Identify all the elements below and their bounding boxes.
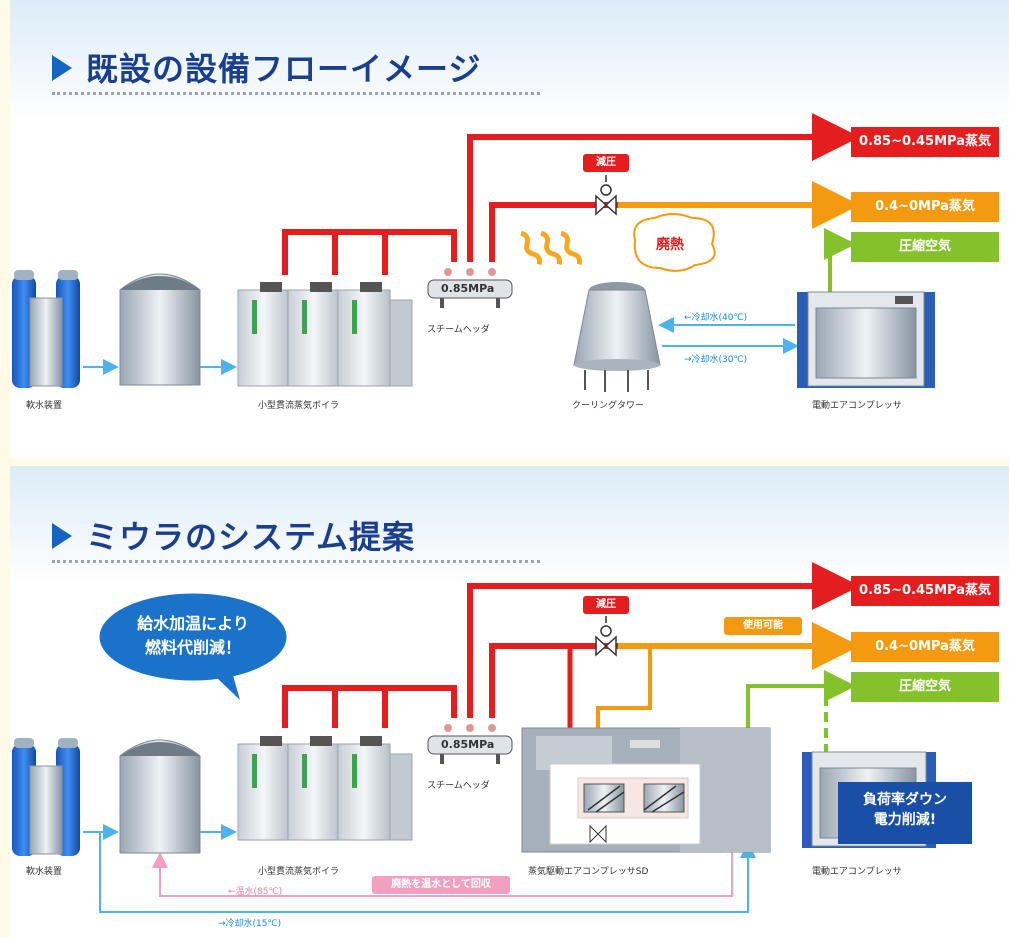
bubble-text-line2: 燃料代削減！	[144, 638, 241, 657]
p2-reducing-valve	[595, 616, 617, 657]
load-reduction-badge: 負荷率ダウン 電力削減!	[838, 782, 972, 844]
p2-air-tag: 圧縮空気	[851, 672, 999, 702]
section2-title: ミウラのシステム提案	[52, 512, 415, 558]
water-tank	[119, 273, 201, 386]
p1-compressor-label: 電動エアコンプレッサ	[812, 401, 902, 411]
p2-steam-high-pipe	[467, 562, 860, 718]
reducing-valve	[595, 175, 617, 216]
p1-air-tag: 圧縮空気	[851, 232, 999, 262]
p2-boiler-label: 小型貫流蒸気ボイラ	[258, 867, 340, 877]
fuel-saving-bubble	[96, 590, 290, 700]
p1-cooling-tower-label: クーリングタワー	[572, 401, 645, 411]
title-divider-2	[52, 560, 540, 563]
recovery-tag: 廃熱を温水として回収	[372, 876, 510, 894]
cooling-tower	[573, 282, 661, 392]
p1-reducing-tag: 減圧	[583, 154, 629, 172]
p2-reducing-tag: 減圧	[583, 596, 629, 614]
p2-usable-tag: 使用可能	[724, 617, 802, 635]
p2-steam-high-tag: 0.85~0.45MPa蒸気	[851, 576, 999, 606]
steam-header	[427, 268, 513, 308]
p1-boiler-label: 小型貫流蒸気ボイラ	[258, 401, 340, 411]
electric-air-compressor	[797, 291, 935, 388]
waste-heat-bubble	[633, 213, 716, 272]
hot-water-label: ←温水(85℃)	[228, 887, 283, 897]
p2-steam-reduce-pipe	[489, 643, 620, 718]
title-divider	[52, 92, 540, 95]
section1-title-text: 既設の設備フローイメージ	[86, 50, 482, 88]
p2-steam-low-tag: 0.4~0MPa蒸気	[851, 632, 999, 662]
cooling-water-loop	[99, 832, 756, 913]
bubble-text-line1: 給水加温により	[137, 614, 249, 633]
triangle-bullet-icon	[52, 55, 72, 81]
p1-waste-heat-label: 廃熱	[656, 237, 684, 253]
water-softener	[12, 270, 80, 388]
p2-boiler-to-header-pipe	[282, 685, 457, 728]
p2-water-tank	[119, 739, 201, 854]
steam-driven-compressor-sd	[521, 727, 771, 853]
boiler-to-header-pipe	[282, 229, 457, 275]
p1-header-label: スチームヘッダ	[427, 325, 490, 335]
p2-header-pressure: 0.85MPa	[441, 738, 495, 751]
p2-softener-label: 軟水装置	[26, 867, 63, 877]
cooling-water-label: →冷却水(15℃)	[218, 919, 282, 929]
triangle-bullet-icon	[52, 523, 72, 549]
p1-steam-low-tag: 0.4~0MPa蒸気	[851, 192, 999, 222]
steam-high-pipe	[467, 113, 860, 262]
p1-cooling-supply-label: →冷却水(30℃)	[684, 355, 748, 365]
p1-softener-label: 軟水装置	[26, 401, 63, 411]
p2-compressor-label: 電動エアコンプレッサ	[812, 867, 902, 877]
air-pipe	[824, 228, 856, 292]
p1-header-pressure: 0.85MPa	[441, 282, 495, 295]
heat-wave-icon	[520, 230, 583, 266]
p2-boiler-unit	[237, 736, 413, 841]
section1-title: 既設の設備フローイメージ	[52, 44, 481, 90]
p1-cooling-return-label: ←冷却水(40℃)	[684, 313, 748, 323]
p2-water-softener	[12, 738, 80, 856]
boiler-unit	[237, 282, 413, 387]
p2-header-label: スチームヘッダ	[427, 781, 490, 791]
p2-steam-header	[427, 724, 513, 764]
hot-water-loop	[152, 848, 733, 897]
section2-title-text: ミウラのシステム提案	[86, 518, 416, 556]
p1-steam-high-tag: 0.85~0.45MPa蒸気	[851, 127, 999, 157]
load-line2: 電力削減!	[873, 812, 937, 828]
sd-compressor-label: 蒸気駆動エアコンプレッサSD	[528, 867, 649, 877]
load-line1: 負荷率ダウン	[863, 792, 947, 808]
